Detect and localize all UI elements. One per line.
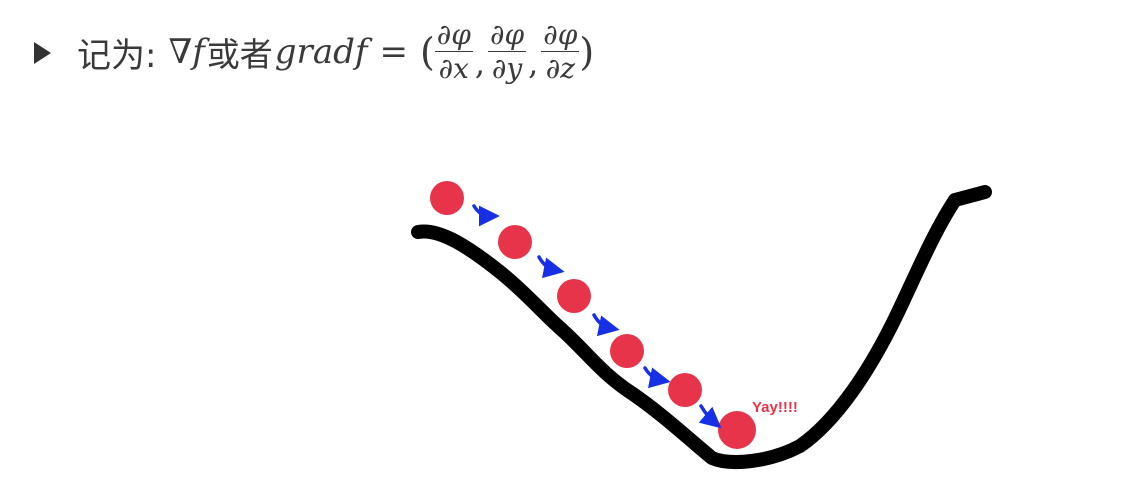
step-arrow-icon xyxy=(698,404,722,429)
ball xyxy=(718,411,756,449)
partial-y-fraction: ∂φ ∂y xyxy=(488,18,527,85)
fraction-numerator: ∂φ xyxy=(541,18,580,52)
step-arrow-icon xyxy=(592,313,620,337)
or-text: 或者 xyxy=(206,35,273,74)
partial-x-fraction: ∂φ ∂x xyxy=(434,18,473,85)
partial-z-fraction: ∂φ ∂z xyxy=(541,18,580,85)
fraction-numerator: ∂φ xyxy=(434,18,473,52)
comma: , xyxy=(474,44,486,82)
close-paren: ) xyxy=(579,30,595,74)
grad-f: gradf xyxy=(274,32,368,72)
step-arrow-icon xyxy=(643,366,671,389)
ball xyxy=(557,279,591,313)
valley-curve xyxy=(411,185,992,469)
yay-annotation: Yay!!!! xyxy=(752,399,798,416)
lead-text: 记为: xyxy=(77,35,157,76)
step-arrow-icon xyxy=(537,255,565,279)
fraction-denominator: ∂z xyxy=(545,52,575,85)
step-arrow-icon xyxy=(472,204,500,227)
ball xyxy=(498,225,532,259)
ball xyxy=(430,181,464,215)
ball xyxy=(668,373,702,407)
open-paren: ( xyxy=(419,30,435,74)
gradient-notation-line: 记为: ∇f 或者 gradf = ( ∂φ ∂x , ∂φ ∂y , ∂φ ∂… xyxy=(34,12,594,92)
equals-sign: = xyxy=(379,32,408,72)
nabla-f: ∇f xyxy=(168,32,205,72)
bullet-arrow-icon xyxy=(34,42,51,64)
fraction-denominator: ∂y xyxy=(491,52,523,85)
fraction-numerator: ∂φ xyxy=(488,18,527,52)
ball xyxy=(610,334,644,368)
comma: , xyxy=(528,44,539,82)
fraction-denominator: ∂x xyxy=(438,52,469,85)
